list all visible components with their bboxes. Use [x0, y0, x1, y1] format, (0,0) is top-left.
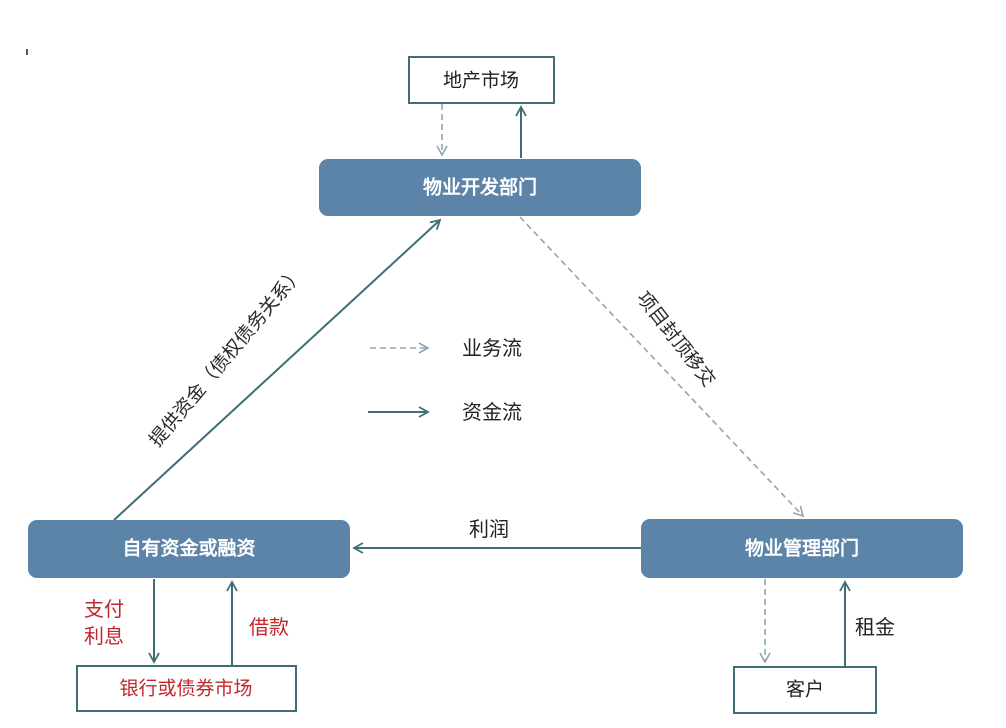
- node-development-dept-label: 物业开发部门: [423, 176, 537, 199]
- label-pay-interest-2: 利息: [84, 624, 124, 648]
- legend-capital-flow-label: 资金流: [462, 400, 522, 424]
- node-development-dept: 物业开发部门: [319, 159, 641, 216]
- node-own-funds-label: 自有资金或融资: [122, 537, 255, 560]
- node-bank-bond-market-label: 银行或债券市场: [119, 678, 252, 700]
- node-management-dept-label: 物业管理部门: [745, 537, 859, 560]
- label-project-handover: 项目封顶移交: [632, 288, 720, 391]
- node-management-dept: 物业管理部门: [641, 519, 963, 578]
- label-rent: 租金: [855, 615, 895, 639]
- node-bank-bond-market: 银行或债券市场: [76, 665, 297, 712]
- node-customer-label: 客户: [786, 679, 824, 701]
- legend: 业务流 资金流: [368, 336, 522, 424]
- node-customer: 客户: [733, 666, 877, 714]
- legend-business-flow-label: 业务流: [462, 336, 522, 360]
- label-profit: 利润: [469, 517, 509, 541]
- label-loan: 借款: [249, 615, 289, 639]
- label-provide-funds: 提供资金（债权债务关系）: [145, 262, 308, 451]
- edge-funds-to-dev-solid: [113, 218, 442, 521]
- corner-mark: [26, 49, 28, 55]
- edge-dev-to-mgmt-dashed: [519, 216, 805, 518]
- node-real-estate-market: 地产市场: [408, 56, 555, 104]
- label-pay-interest-1: 支付: [84, 597, 124, 621]
- node-real-estate-market-label: 地产市场: [443, 70, 519, 92]
- node-own-funds: 自有资金或融资: [28, 520, 350, 578]
